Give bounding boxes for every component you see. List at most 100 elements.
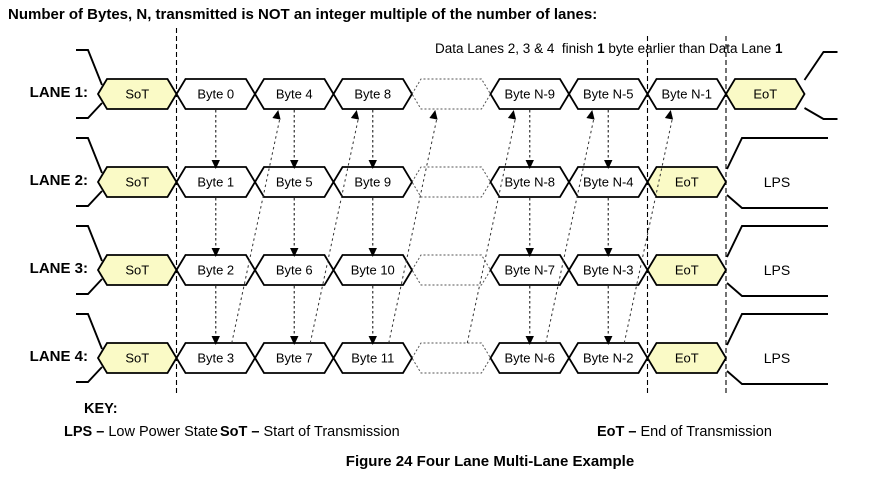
segment-label: SoT (125, 351, 149, 366)
annotation-text: byte earlier than Data Lane (604, 41, 775, 56)
arrow-up-icon (664, 110, 674, 120)
byte-order-arrows (211, 110, 674, 345)
arrow-up-icon (586, 110, 595, 120)
lps-rail-bottom (726, 194, 828, 209)
arrow-down-icon (525, 248, 534, 257)
wrap-arrow-shaft (466, 118, 516, 344)
arrow-down-icon (368, 336, 377, 345)
segment-label: Byte 0 (197, 87, 234, 102)
wrap-arrow-shaft (623, 118, 673, 344)
arrow-down-icon (368, 160, 377, 169)
segment-label: SoT (125, 175, 149, 190)
key-def: Low Power State (104, 424, 218, 440)
key-def: End of Transmission (636, 424, 772, 440)
arrow-down-icon (368, 248, 377, 257)
segment-label: EoT (753, 87, 777, 102)
segment-label: Byte N-3 (583, 263, 634, 278)
segment-label: Byte N-2 (583, 351, 634, 366)
wrap-arrow-shaft (231, 118, 281, 344)
lps-rail-top (726, 313, 828, 346)
arrow-down-icon (290, 160, 299, 169)
arrow-down-icon (290, 248, 299, 257)
segment-label: Byte N-1 (661, 87, 712, 102)
segment-label: Byte N-5 (583, 87, 634, 102)
arrow-down-icon (604, 336, 613, 345)
segment-label: Byte N-8 (504, 175, 555, 190)
segment-eot (724, 78, 806, 110)
key-heading: KEY: (84, 401, 118, 417)
lps-rail-top (726, 137, 828, 170)
segment-label: Byte 5 (276, 175, 313, 190)
segment-label: Byte 11 (351, 351, 394, 366)
segment-label: Byte 3 (197, 351, 234, 366)
lps-rail-top (726, 225, 828, 258)
lane-entry-fork (76, 366, 103, 383)
arrow-up-icon (350, 110, 360, 120)
arrow-down-icon (211, 160, 220, 169)
segment-label: EoT (675, 351, 699, 366)
segment-label: Byte 10 (351, 263, 395, 278)
key-term: EoT – (597, 424, 637, 440)
figure-caption: Figure 24 Four Lane Multi-Lane Example (345, 453, 635, 470)
arrow-down-icon (211, 336, 220, 345)
lane-exit-fork (804, 107, 838, 120)
lane-2-track: SoT Byte 1 Byte 5 Byte 9 Byte N-8 Byte N-4 EoT… (76, 137, 828, 209)
timing-guides (175, 28, 727, 393)
segment-gap-placeholder (411, 342, 492, 374)
segment-label: EoT (675, 263, 699, 278)
lane-entry-fork (76, 225, 103, 262)
key-term: LPS – (64, 424, 105, 440)
wrap-arrow-shaft (388, 118, 438, 344)
annotation-bold-number: 1 (774, 41, 783, 56)
annotation: Data Lanes 2, 3 & 4 finish 1 byte earlie… (435, 41, 783, 56)
key-def: Start of Transmission (259, 424, 400, 440)
arrow-down-icon (211, 248, 220, 257)
lane-2-label: LANE 2: (29, 172, 88, 189)
segment-gap-placeholder (411, 254, 492, 286)
lps-label: LPS (764, 174, 790, 190)
lps-label: LPS (764, 350, 790, 366)
segment-label: Byte 9 (354, 175, 391, 190)
key-item-sot: SoT – Start of Transmission (220, 424, 400, 440)
lane-entry-fork (76, 190, 103, 207)
key-term: SoT – (220, 424, 260, 440)
lane-entry-fork (76, 49, 103, 86)
lane-entry-fork (76, 313, 103, 350)
lane-exit-fork (803, 51, 838, 81)
segment-gap-placeholder (411, 78, 492, 110)
lane-entry-fork (76, 278, 103, 295)
annotation-text: Data Lanes 2, 3 & 4 finish (435, 41, 598, 56)
lps-rail-bottom (726, 370, 828, 385)
segment-label: Byte N-6 (504, 351, 555, 366)
key-item-lps: LPS – Low Power State (64, 424, 218, 440)
arrow-down-icon (525, 160, 534, 169)
segment-gap-placeholder (411, 166, 492, 198)
segment-label: Byte 2 (197, 263, 234, 278)
lps-rail-bottom (726, 282, 828, 297)
figure-title: Number of Bytes, N, transmitted is NOT a… (8, 6, 598, 23)
lane-entry-fork (76, 137, 103, 174)
arrow-down-icon (604, 248, 613, 257)
wrap-arrow-shaft (545, 118, 595, 344)
arrow-up-icon (272, 110, 281, 120)
segment-label: Byte 8 (354, 87, 391, 102)
segment-label: Byte N-7 (504, 263, 555, 278)
segment-label: SoT (125, 87, 149, 102)
segment-label: Byte N-9 (504, 87, 555, 102)
lane-4-label: LANE 4: (29, 348, 88, 365)
key-item-eot: EoT – End of Transmission (597, 424, 772, 440)
lane-3-label: LANE 3: (29, 260, 88, 277)
segment-label: Byte 1 (197, 175, 234, 190)
lane-1-label: LANE 1: (29, 84, 88, 101)
arrow-up-icon (507, 110, 517, 120)
segment-label: EoT (675, 175, 699, 190)
segment-label: Byte N-4 (583, 175, 634, 190)
arrow-down-icon (604, 160, 613, 169)
arrow-up-icon (429, 110, 438, 120)
wrap-arrow-shaft (309, 118, 359, 344)
arrow-down-icon (290, 336, 299, 345)
